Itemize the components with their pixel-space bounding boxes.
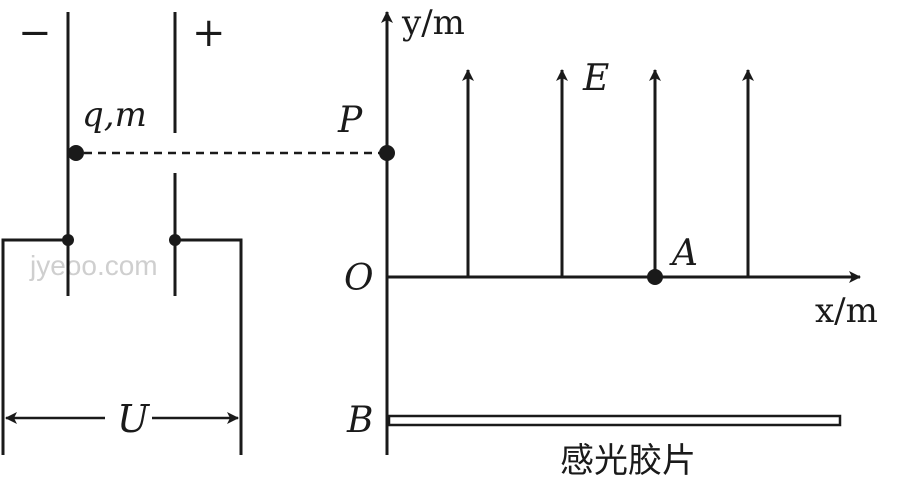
- particle-label: q,m: [82, 95, 147, 135]
- electric-field: [462, 69, 754, 277]
- origin-label: O: [344, 258, 374, 299]
- point-A-label: A: [669, 233, 698, 274]
- right-wire: [175, 238, 243, 455]
- positive-sign: +: [192, 10, 226, 56]
- left-wire: [1, 238, 68, 455]
- x-axis-label: x/m: [815, 291, 878, 331]
- particle-dot: [68, 145, 84, 161]
- field-label: E: [582, 58, 609, 99]
- point-P-label: P: [337, 100, 363, 141]
- voltage-label: U: [117, 397, 151, 441]
- film-label: 感光胶片: [560, 441, 696, 481]
- photographic-film: [387, 414, 842, 427]
- negative-sign: −: [18, 10, 52, 56]
- circuit: [1, 238, 243, 455]
- point-A: [647, 269, 663, 285]
- watermark-text: jyeoo.com: [29, 250, 158, 281]
- point-B-label: B: [346, 400, 373, 441]
- y-axis-label: y/m: [401, 3, 465, 43]
- right-terminal: [169, 234, 181, 246]
- left-terminal: [62, 234, 74, 246]
- point-P: [379, 145, 395, 161]
